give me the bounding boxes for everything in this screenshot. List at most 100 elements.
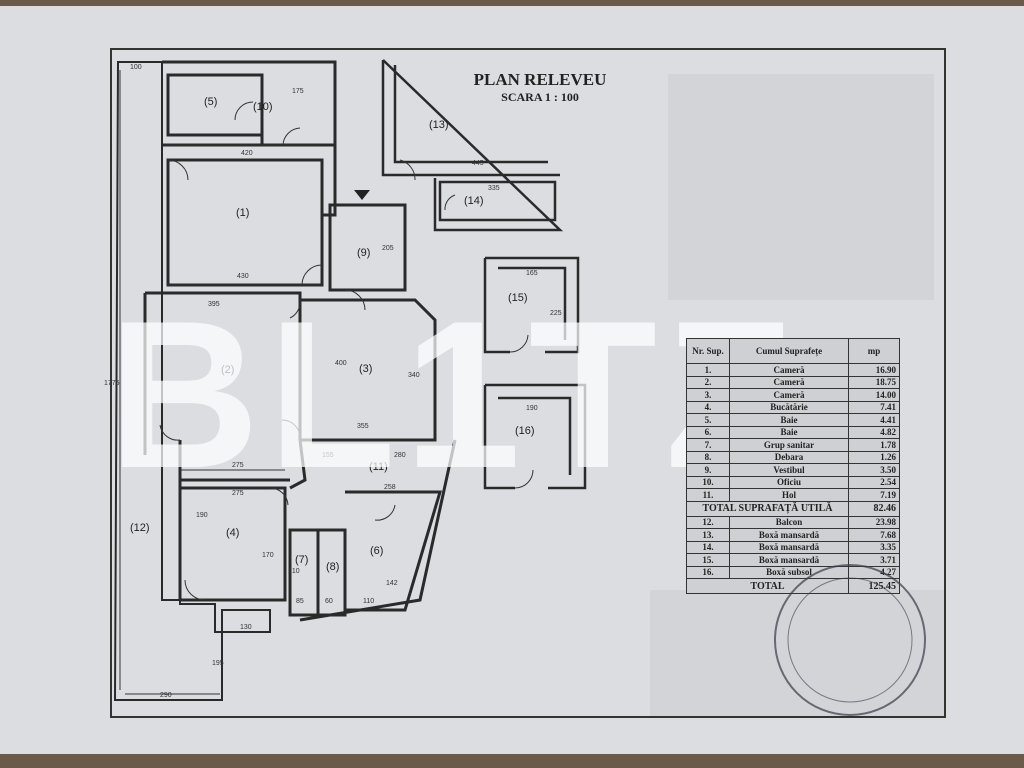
room-label: (8) (326, 561, 340, 573)
row-mp: 3.71 (848, 553, 900, 567)
room-label: (11) (369, 461, 388, 473)
room-label: (15) (508, 292, 528, 304)
wall-room-1 (166, 158, 324, 287)
entrance-arrow-icon (354, 190, 370, 200)
row-name: Hol (729, 488, 849, 502)
dimension-label: 130 (240, 624, 252, 631)
dimension-label: 445 (472, 160, 484, 167)
wall-vestibul (328, 203, 407, 292)
total-value: 125.45 (848, 578, 900, 594)
row-name: Vestibul (729, 463, 849, 477)
row-name: Cameră (729, 388, 849, 402)
row-nr: 5. (686, 413, 730, 427)
header-unit: mp (848, 338, 900, 364)
wall-room-2-3 (143, 291, 437, 455)
redacted-area-top-right (668, 74, 934, 300)
room-label: (9) (357, 247, 371, 259)
subtotal-label: TOTAL SUPRAFAȚĂ UTILĂ (686, 500, 849, 517)
dimension-label: 170 (262, 552, 274, 559)
header-name: Cumul Suprafețe (729, 338, 849, 364)
dimension-label: 60 (325, 598, 333, 605)
row-nr: 16. (686, 565, 730, 579)
row-nr: 10. (686, 475, 730, 489)
row-name: Cameră (729, 375, 849, 389)
dimension-label: 400 (335, 360, 347, 367)
dimension-label: 275 (232, 462, 244, 469)
dimension-label: 430 (237, 273, 249, 280)
dimension-label: 210 (288, 568, 300, 575)
wall-baths (288, 490, 443, 617)
dimension-label: 190 (196, 512, 208, 519)
row-mp: 3.35 (848, 540, 900, 554)
balcony-outline (113, 61, 271, 701)
dimension-label: 258 (384, 484, 396, 491)
room-label: (2) (221, 364, 235, 376)
dimension-label: 290 (160, 692, 172, 699)
row-nr: 8. (686, 450, 730, 464)
row-mp: 14.00 (848, 388, 900, 402)
total-label: TOTAL (686, 578, 849, 594)
dimension-label: 190 (526, 405, 538, 412)
room-label: (6) (370, 545, 384, 557)
plan-scale: SCARA 1 : 100 (501, 90, 579, 104)
row-nr: 11. (686, 488, 730, 502)
row-mp: 4.27 (848, 565, 900, 579)
row-mp: 23.98 (848, 515, 900, 529)
wall-box-16 (483, 383, 587, 490)
room-label: (4) (226, 527, 240, 539)
wall-hol (178, 439, 457, 622)
row-mp: 16.90 (848, 363, 900, 377)
row-nr: 2. (686, 375, 730, 389)
dimension-label: 225 (550, 310, 562, 317)
row-name: Bucătărie (729, 400, 849, 414)
room-label: (7) (295, 554, 309, 566)
row-nr: 3. (686, 388, 730, 402)
dimension-label: 275 (232, 490, 244, 497)
dimension-label: 195 (212, 660, 224, 667)
dimension-label: 165 (526, 270, 538, 277)
row-name: Debara (729, 450, 849, 464)
dimension-label: 355 (357, 423, 369, 430)
row-nr: 9. (686, 463, 730, 477)
row-name: Balcon (729, 515, 849, 529)
wall-box-13 (381, 59, 564, 232)
row-mp: 7.41 (848, 400, 900, 414)
row-name: Grup sanitar (729, 438, 849, 452)
room-label: (3) (359, 363, 373, 375)
dimension-label: 420 (241, 150, 253, 157)
row-name: Boxă mansardă (729, 553, 849, 567)
row-name: Cameră (729, 363, 849, 377)
plan-title: PLAN RELEVEU (473, 70, 607, 89)
dimension-label: 175 (292, 88, 304, 95)
wall-box-14 (438, 180, 557, 222)
room-label: (13) (429, 119, 449, 131)
row-nr: 12. (686, 515, 730, 529)
row-nr: 14. (686, 540, 730, 554)
room-label: (1) (236, 207, 250, 219)
row-mp: 18.75 (848, 375, 900, 389)
dimension-lines (119, 70, 322, 695)
wall-box-15 (483, 256, 580, 354)
row-nr: 13. (686, 528, 730, 542)
dimension-label: 155 (322, 452, 334, 459)
row-mp: 7.68 (848, 528, 900, 542)
room-label: (5) (204, 96, 218, 108)
header-nr: Nr. Sup. (686, 338, 730, 364)
